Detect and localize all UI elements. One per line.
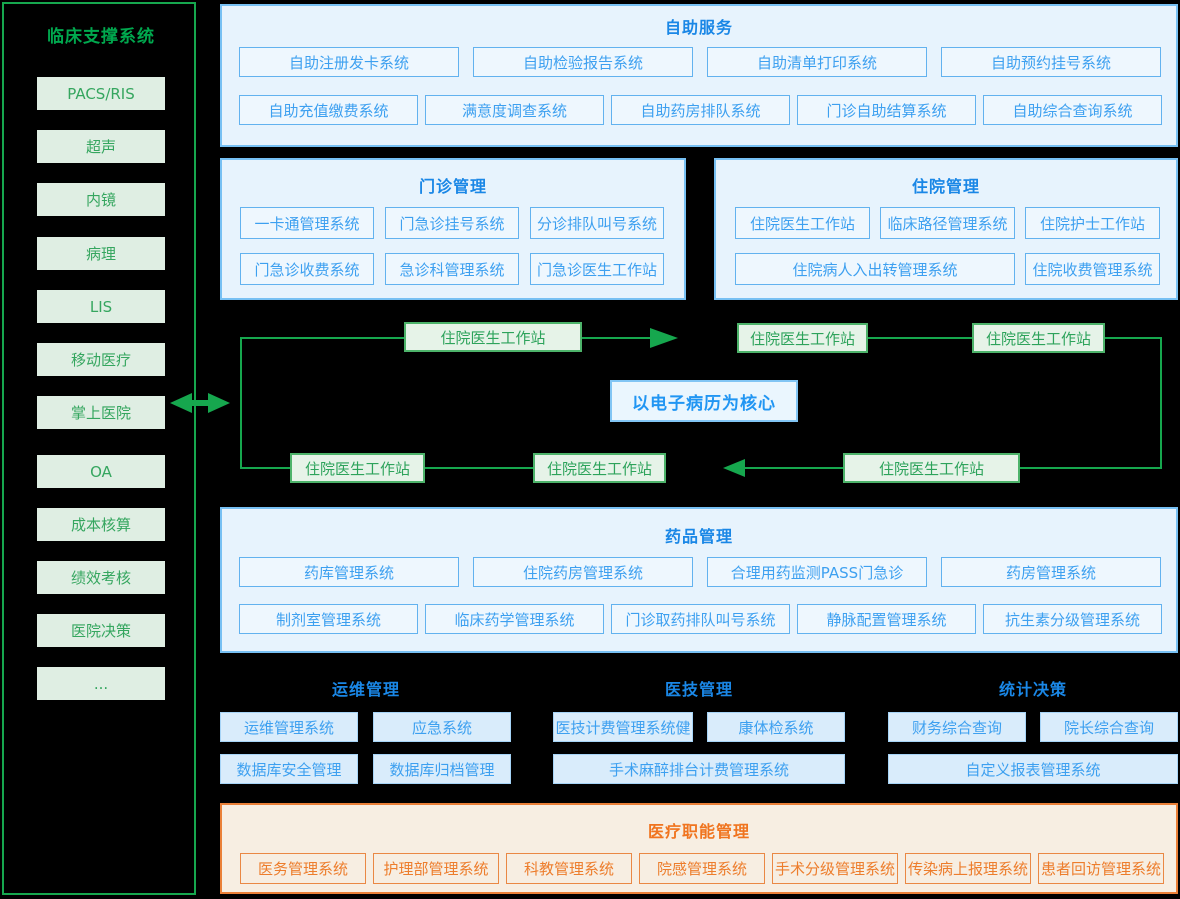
inpatient-title: 住院管理 [911, 177, 980, 196]
pharmacy-panel: 药品管理 药库管理系统 住院药房管理系统 合理用药监测PASS门急诊 药房管理系… [220, 507, 1178, 653]
system-box: 科教管理系统 [506, 853, 632, 884]
outpatient-title: 门诊管理 [418, 177, 487, 196]
system-box: 一卡通管理系统 [240, 207, 374, 239]
system-box: 抗生素分级管理系统 [983, 604, 1162, 634]
inpatient-panel: 住院管理 住院医生工作站 临床路径管理系统 住院护士工作站 住院病人入出转管理系… [714, 158, 1178, 300]
clinical-support-panel: 临床支撑系统 PACS/RIS 超声 内镜 病理 LIS 移动医疗 掌上医院 O… [2, 2, 196, 895]
medical-admin-title: 医疗职能管理 [647, 822, 750, 841]
system-box: 临床路径管理系统 [880, 207, 1015, 239]
system-box: 自助预约挂号系统 [941, 47, 1161, 77]
sidebar-item: 绩效考核 [37, 561, 165, 594]
system-box: 院长综合查询 [1040, 712, 1178, 742]
system-box: 患者回访管理系统 [1038, 853, 1164, 884]
system-box: 药房管理系统 [941, 557, 1161, 587]
sidebar-item: 移动医疗 [37, 343, 165, 376]
system-box: 数据库安全管理 [220, 754, 358, 784]
system-box: 医务管理系统 [240, 853, 366, 884]
statistics-column-title: 统计决策 [998, 680, 1067, 699]
flow-node: 住院医生工作站 [843, 453, 1020, 483]
outpatient-panel: 门诊管理 一卡通管理系统 门急诊挂号系统 分诊排队叫号系统 门急诊收费系统 急诊… [220, 158, 686, 300]
system-box: 合理用药监测PASS门急诊 [707, 557, 927, 587]
system-box: 应急系统 [373, 712, 511, 742]
sidebar-item: PACS/RIS [37, 77, 165, 110]
sidebar-item: 超声 [37, 130, 165, 163]
system-box: 数据库归档管理 [373, 754, 511, 784]
system-box: 自助清单打印系统 [707, 47, 927, 77]
system-box: 院感管理系统 [639, 853, 765, 884]
system-box: 自助充值缴费系统 [239, 95, 418, 125]
medical-admin-panel: 医疗职能管理 医务管理系统 护理部管理系统 科教管理系统 院感管理系统 手术分级… [220, 803, 1178, 894]
sidebar-item-mobile-hospital: 掌上医院 [37, 396, 165, 429]
system-box: 静脉配置管理系统 [797, 604, 976, 634]
system-box: 自助药房排队系统 [611, 95, 790, 125]
system-box: 自助注册发卡系统 [239, 47, 459, 77]
system-box: 急诊科管理系统 [385, 253, 519, 285]
flow-node: 住院医生工作站 [290, 453, 425, 483]
flow-node: 住院医生工作站 [737, 323, 868, 353]
system-box: 手术分级管理系统 [772, 853, 898, 884]
sidebar-item-more: ... [37, 667, 165, 700]
system-box: 门急诊挂号系统 [385, 207, 519, 239]
flow-node: 住院医生工作站 [404, 322, 582, 352]
system-box: 分诊排队叫号系统 [530, 207, 664, 239]
system-box: 住院护士工作站 [1025, 207, 1160, 239]
sidebar-item: OA [37, 455, 165, 488]
clinical-support-title: 临床支撑系统 [47, 27, 155, 47]
flow-node: 住院医生工作站 [533, 453, 666, 483]
sidebar-item: 医院决策 [37, 614, 165, 647]
flow-arrow-left-icon [723, 459, 745, 477]
system-box: 住院医生工作站 [735, 207, 870, 239]
system-box: 满意度调查系统 [425, 95, 604, 125]
system-box: 护理部管理系统 [373, 853, 499, 884]
system-box: 药库管理系统 [239, 557, 459, 587]
sidebar-item: 内镜 [37, 183, 165, 216]
self-service-panel: 自助服务 自助注册发卡系统 自助检验报告系统 自助清单打印系统 自助预约挂号系统… [220, 4, 1178, 147]
system-box: 康体检系统 [707, 712, 845, 742]
ops-column-title: 运维管理 [331, 680, 400, 699]
sidebar-item: 病理 [37, 237, 165, 270]
system-box: 医技计费管理系统健 [553, 712, 693, 742]
system-box: 门急诊收费系统 [240, 253, 374, 285]
flow-arrow-right-icon [650, 328, 678, 348]
system-box: 传染病上报理系统 [905, 853, 1031, 884]
medtech-column-title: 医技管理 [664, 680, 733, 699]
system-box: 住院收费管理系统 [1025, 253, 1160, 285]
flow-node: 住院医生工作站 [972, 323, 1105, 353]
double-arrow-icon [170, 393, 230, 413]
system-box: 门急诊医生工作站 [530, 253, 664, 285]
system-box: 财务综合查询 [888, 712, 1026, 742]
pharmacy-title: 药品管理 [664, 527, 733, 546]
sidebar-item: LIS [37, 290, 165, 323]
sidebar-item: 成本核算 [37, 508, 165, 541]
system-box: 临床药学管理系统 [425, 604, 604, 634]
system-box: 制剂室管理系统 [239, 604, 418, 634]
system-box: 自定义报表管理系统 [888, 754, 1178, 784]
emr-core-box: 以电子病历为核心 [610, 380, 798, 422]
system-box: 门诊取药排队叫号系统 [611, 604, 790, 634]
self-service-title: 自助服务 [664, 18, 733, 37]
system-box: 运维管理系统 [220, 712, 358, 742]
system-box: 手术麻醉排台计费管理系统 [553, 754, 845, 784]
system-box: 住院药房管理系统 [473, 557, 693, 587]
system-box: 住院病人入出转管理系统 [735, 253, 1015, 285]
system-box: 自助检验报告系统 [473, 47, 693, 77]
system-box: 门诊自助结算系统 [797, 95, 976, 125]
system-box: 自助综合查询系统 [983, 95, 1162, 125]
